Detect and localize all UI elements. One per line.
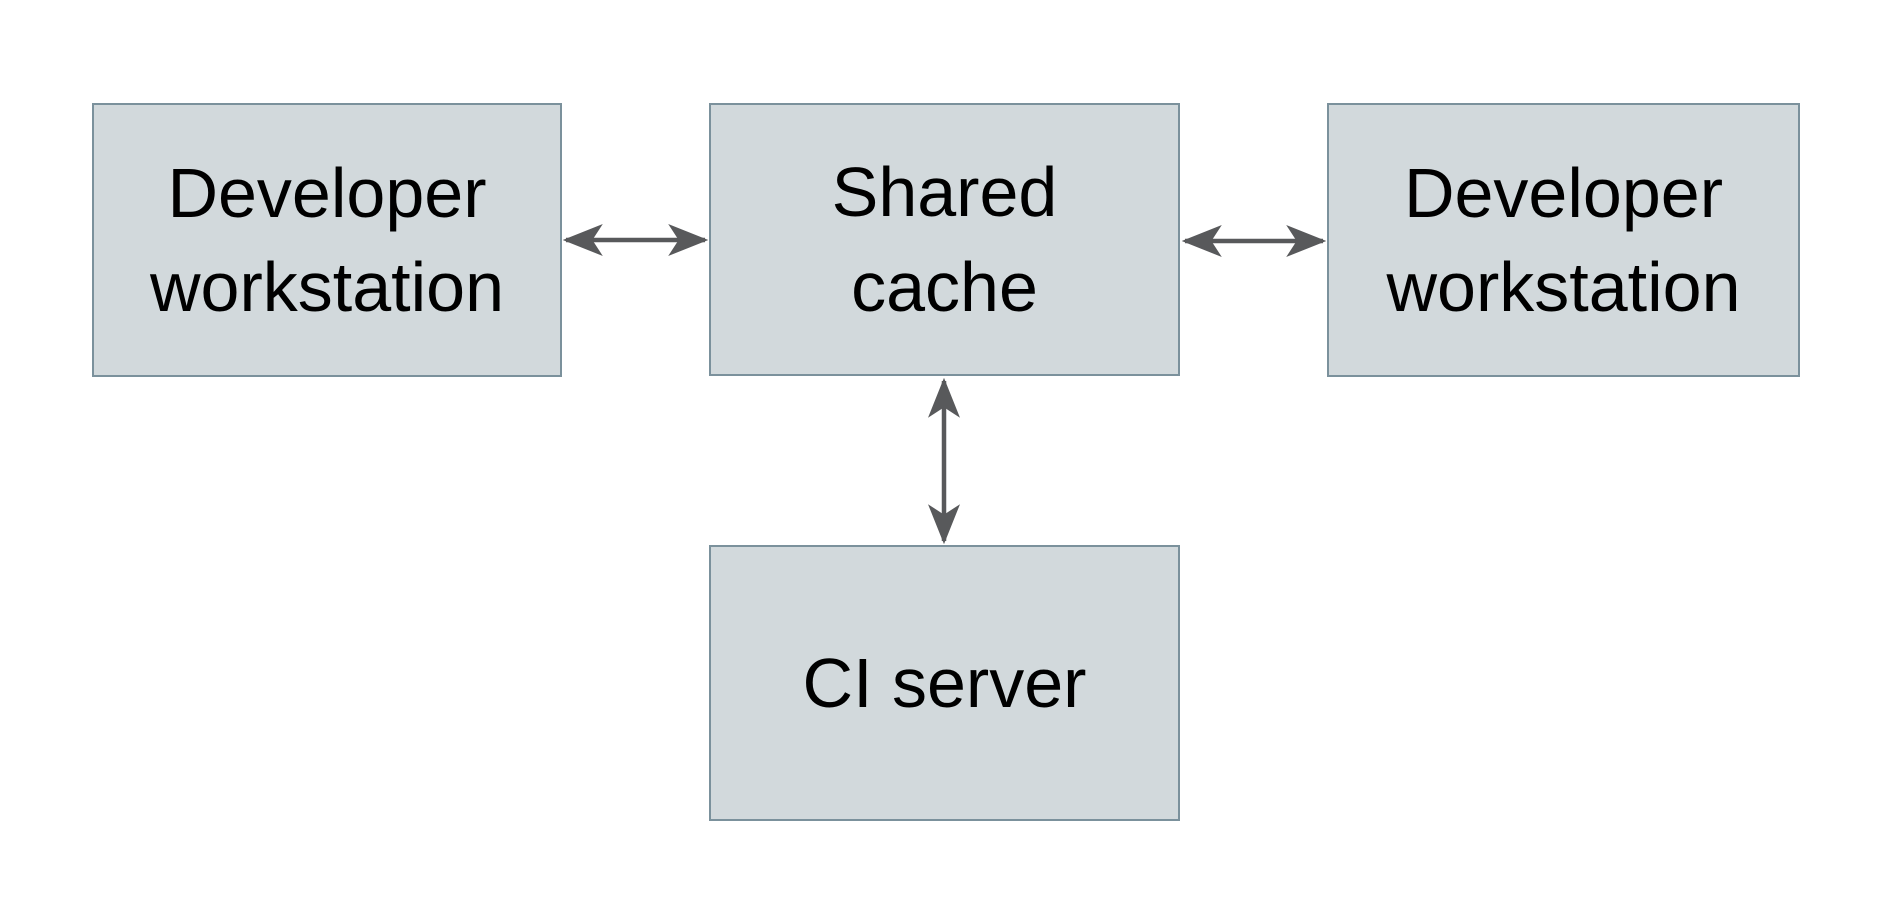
node-label-developer-workstation-right: Developer workstation — [1386, 153, 1741, 327]
node-shared-cache: Shared cache — [709, 103, 1180, 376]
node-label-ci-server: CI server — [802, 643, 1087, 722]
node-ci-server: CI server — [709, 545, 1180, 821]
node-developer-workstation-right: Developer workstation — [1327, 103, 1800, 377]
node-label-developer-workstation-left: Developer workstation — [149, 153, 505, 327]
node-label-shared-cache: Shared cache — [831, 153, 1058, 326]
node-developer-workstation-left: Developer workstation — [92, 103, 562, 377]
